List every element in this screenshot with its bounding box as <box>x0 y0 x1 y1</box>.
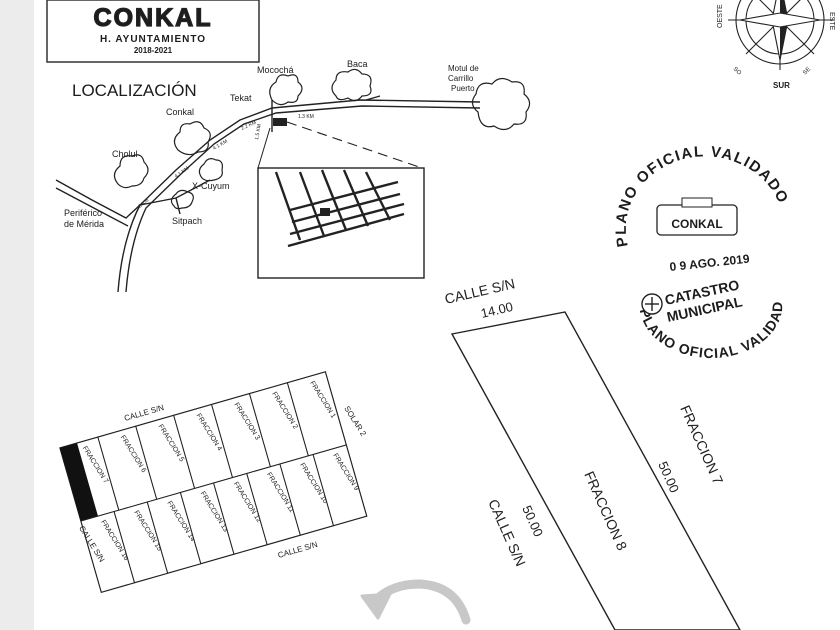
place-sitpach: Sitpach <box>172 216 202 226</box>
site-detail-inset <box>257 167 425 279</box>
cadastral-plan: CONKAL H. AYUNTAMIENTO 2018-2021 SUR OES… <box>34 0 835 630</box>
place-periferico-2: de Mérida <box>64 219 104 229</box>
location-map: LOCALIZACIÓN <box>55 59 531 293</box>
lot-length-right: 50.00 <box>655 459 682 495</box>
road-network <box>55 95 481 293</box>
place-periferico-1: Periférico <box>64 208 102 218</box>
place-cholul: Cholul <box>112 149 138 159</box>
validation-stamp: PLANO OFICIAL VALIDADO CONKAL 0 9 AGO. 2… <box>613 143 790 274</box>
road-distance-a: 8 KM <box>137 197 150 209</box>
compass-west: OESTE <box>717 4 724 28</box>
stamp-logo-word: CONKAL <box>671 217 722 231</box>
town-symbols <box>113 68 531 210</box>
plan-sheet: CONKAL H. AYUNTAMIENTO 2018-2021 SUR OES… <box>34 0 840 630</box>
place-motul-3: Puerto <box>451 84 475 93</box>
place-tekat: Tekat <box>230 93 252 103</box>
site-marker <box>273 118 287 126</box>
compass-southwest: SO <box>732 66 743 77</box>
place-motul-2: Carrillo <box>448 74 474 83</box>
compass-south: SUR <box>773 81 790 90</box>
previous-image-arrow-icon[interactable] <box>360 579 471 625</box>
lot-neighbor: FRACCION 7 <box>677 403 726 487</box>
lot-plan: CALLE S/N 14.00 CALLE S/N 50.00 FRACCION… <box>443 275 741 630</box>
block-street-bottom: CALLE S/N <box>277 540 319 560</box>
road-distance-f: 1.3 KM <box>298 114 314 120</box>
road-distance-b: 4.1 KM <box>174 166 190 180</box>
logo-term: 2018-2021 <box>134 46 173 55</box>
place-mococha: Mocochá <box>257 65 294 75</box>
block-lot-cell <box>312 444 368 527</box>
road-distance-e: 1.5 KM <box>254 124 263 141</box>
road-distance-d: 2.2 KM <box>240 120 257 132</box>
place-conkal: Conkal <box>166 107 194 117</box>
block-neighbor: SOLAR 2 <box>342 404 368 438</box>
logo-council: H. AYUNTAMIENTO <box>100 34 206 45</box>
road-distance-c: 4.1 KM <box>212 139 229 152</box>
place-xcuyum: X-Cuyum <box>192 181 230 191</box>
lot-length-left: 50.00 <box>519 503 546 539</box>
compass-east: ESTE <box>828 12 835 31</box>
lot-name: FRACCION 8 <box>581 469 630 553</box>
header-logo: CONKAL H. AYUNTAMIENTO 2018-2021 <box>46 0 260 63</box>
block-highlight-band <box>60 443 99 522</box>
north-arrow-compass: SUR OESTE ESTE SO SE <box>717 0 835 90</box>
place-motul-1: Motul de <box>448 64 479 73</box>
compass-southeast: SE <box>802 67 812 77</box>
stamp-date: 0 9 AGO. 2019 <box>669 252 751 274</box>
place-baca: Baca <box>347 59 368 69</box>
lot-front-width: 14.00 <box>479 299 514 321</box>
logo-wordmark: CONKAL <box>94 4 213 32</box>
location-title: LOCALIZACIÓN <box>72 81 197 100</box>
